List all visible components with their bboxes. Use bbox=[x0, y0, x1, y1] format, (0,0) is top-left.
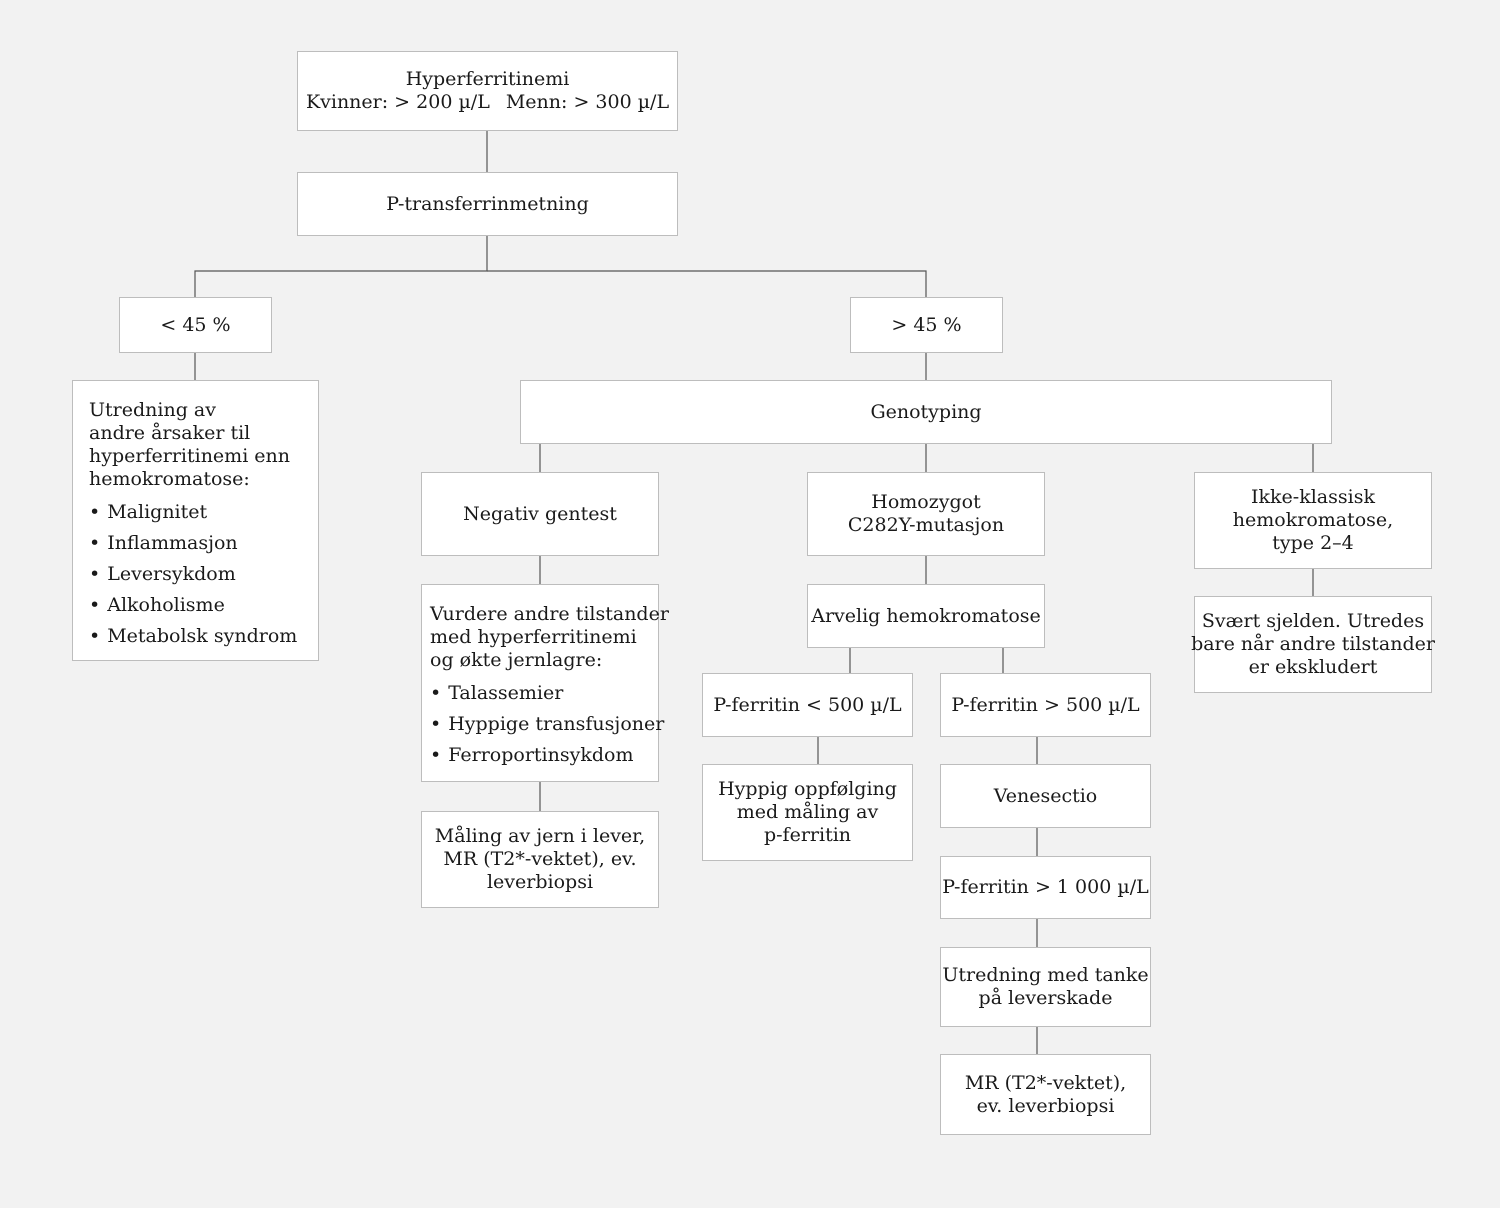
threshold-women: Kvinner: > 200 µ/L bbox=[305, 91, 490, 113]
node-homozygot: Homozygot C282Y-mutasjon bbox=[807, 472, 1045, 556]
node-line: med hyperferritinemi bbox=[430, 626, 637, 648]
node-label: < 45 % bbox=[160, 313, 231, 336]
node-line: Ikke-klassisk bbox=[1251, 486, 1375, 508]
node-lt45: < 45 % bbox=[119, 297, 272, 353]
node-line: er ekskludert bbox=[1248, 656, 1378, 678]
node-iron-liver: Måling av jern i lever, MR (T2*-vektet),… bbox=[421, 811, 659, 908]
condition-list: Talassemier Hyppige transfusjoner Ferrop… bbox=[430, 678, 664, 771]
node-line: p-ferritin bbox=[763, 824, 852, 846]
node-liver-damage: Utredning med tanke på leverskade bbox=[940, 947, 1151, 1027]
node-mr-final: MR (T2*-vektet), ev. leverbiopsi bbox=[940, 1054, 1151, 1135]
node-line: og økte jernlagre: bbox=[430, 649, 603, 671]
list-item: Leversykdom bbox=[89, 559, 297, 590]
node-label: P-ferritin < 500 µ/L bbox=[713, 693, 902, 716]
node-line: Måling av jern i lever, bbox=[434, 825, 646, 847]
node-line: Hyppig oppfølging bbox=[718, 778, 897, 800]
node-line: hemokromatose, bbox=[1232, 509, 1394, 531]
list-item: Ferroportinsykdom bbox=[430, 740, 664, 771]
node-ferritin-gt500: P-ferritin > 500 µ/L bbox=[940, 673, 1151, 737]
list-item: Alkoholisme bbox=[89, 590, 297, 621]
node-label: Genotyping bbox=[870, 400, 982, 423]
node-venesectio: Venesectio bbox=[940, 764, 1151, 828]
node-line: Utredning av bbox=[89, 399, 216, 421]
node-line: MR (T2*-vektet), ev. bbox=[443, 848, 637, 870]
node-genotyping: Genotyping bbox=[520, 380, 1332, 444]
node-label: Arvelig hemokromatose bbox=[811, 604, 1041, 627]
node-line: type 2–4 bbox=[1272, 532, 1354, 554]
node-line: ev. leverbiopsi bbox=[976, 1094, 1115, 1117]
node-other-causes: Utredning av andre årsaker til hyperferr… bbox=[72, 380, 319, 661]
threshold-pair: Kvinner: > 200 µ/L Menn: > 300 µ/L bbox=[306, 91, 669, 114]
node-ferritin-lt500: P-ferritin < 500 µ/L bbox=[702, 673, 913, 737]
list-item: Malignitet bbox=[89, 497, 297, 528]
node-gt45: > 45 % bbox=[850, 297, 1003, 353]
node-title: Hyperferritinemi bbox=[405, 68, 570, 90]
node-line: med måling av bbox=[736, 801, 879, 823]
list-item: Talassemier bbox=[430, 678, 664, 709]
node-label: > 45 % bbox=[891, 313, 962, 336]
node-label: Negativ gentest bbox=[463, 502, 617, 525]
list-item: Hyppige transfusjoner bbox=[430, 709, 664, 740]
node-transferrin: P-transferrinmetning bbox=[297, 172, 678, 236]
node-line: på leverskade bbox=[978, 987, 1113, 1009]
list-item: Inflammasjon bbox=[89, 528, 297, 559]
node-line: C282Y-mutasjon bbox=[847, 514, 1005, 536]
node-label: P-ferritin > 1 000 µ/L bbox=[942, 876, 1149, 898]
node-label: Venesectio bbox=[993, 784, 1098, 807]
node-consider-other: Vurdere andre tilstander med hyperferrit… bbox=[421, 584, 669, 782]
node-line: hemokromatose: bbox=[89, 468, 250, 490]
node-line: Utredning med tanke bbox=[942, 964, 1149, 986]
node-nonclassic: Ikke-klassisk hemokromatose, type 2–4 bbox=[1194, 472, 1432, 569]
node-followup: Hyppig oppfølging med måling av p-ferrit… bbox=[702, 764, 913, 861]
node-line: andre årsaker til bbox=[89, 422, 251, 444]
node-rare: Svært sjelden. Utredes bare når andre ti… bbox=[1191, 596, 1435, 693]
node-line: Svært sjelden. Utredes bbox=[1201, 610, 1425, 632]
node-line: hyperferritinemi enn bbox=[89, 445, 291, 467]
node-ferritin-gt1000: P-ferritin > 1 000 µ/L bbox=[940, 856, 1151, 919]
list-item: Metabolsk syndrom bbox=[89, 621, 297, 652]
node-negative-gentest: Negativ gentest bbox=[421, 472, 659, 556]
node-line: bare når andre tilstander bbox=[1191, 633, 1435, 655]
threshold-men: Menn: > 300 µ/L bbox=[505, 91, 670, 113]
node-hyperferritinemi: Hyperferritinemi Kvinner: > 200 µ/L Menn:… bbox=[297, 51, 678, 131]
cause-list: Malignitet Inflammasjon Leversykdom Alko… bbox=[89, 497, 297, 652]
node-label: P-ferritin > 500 µ/L bbox=[951, 693, 1140, 716]
node-hereditary: Arvelig hemokromatose bbox=[807, 584, 1045, 648]
node-line: MR (T2*-vektet), bbox=[964, 1071, 1127, 1094]
node-line: leverbiopsi bbox=[486, 871, 594, 893]
node-line: Homozygot bbox=[871, 491, 981, 513]
node-line: Vurdere andre tilstander bbox=[430, 603, 669, 625]
node-label: P-transferrinmetning bbox=[386, 192, 589, 215]
